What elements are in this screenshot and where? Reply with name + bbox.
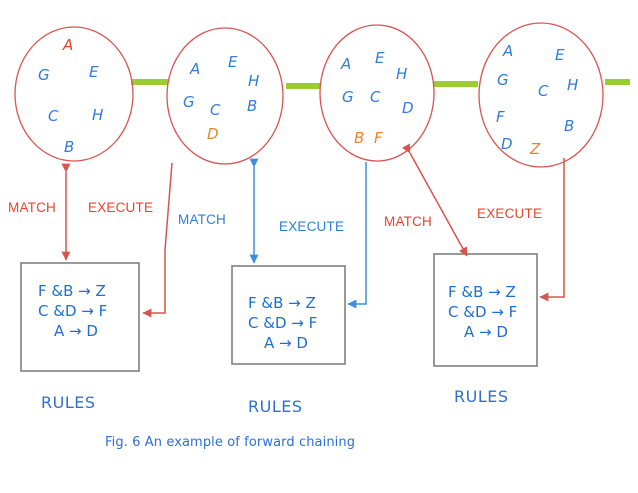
- working-memory-ellipse-1: [14, 26, 134, 162]
- fact-letter: E: [555, 46, 565, 64]
- fact-letter: F: [374, 129, 383, 147]
- rule-line: A → D: [464, 323, 508, 341]
- rules-caption-3: RULES: [454, 387, 509, 406]
- rules-box-1-text: F &B → Z C &D → F A → D: [38, 284, 107, 339]
- fact-letter: B: [64, 138, 75, 156]
- fact-letter: C: [48, 107, 59, 125]
- fact-letter: C: [370, 88, 381, 106]
- fact-letter: D: [501, 135, 513, 153]
- rule-line: F &B → Z: [38, 282, 106, 300]
- match-label-2: MATCH: [178, 212, 226, 227]
- figure-caption: Fig. 6 An example of forward chaining: [105, 435, 356, 450]
- rules-box-rect-3: [433, 253, 538, 367]
- rules-caption-2: RULES: [248, 397, 303, 416]
- execute-arrow-3: [539, 158, 565, 302]
- execute-arrow-2: [347, 162, 367, 309]
- fact-letter: B: [354, 129, 365, 147]
- working-memory-ellipse-2: [166, 27, 284, 165]
- fact-letter: A: [63, 36, 74, 54]
- rule-line: C &D → F: [248, 314, 318, 332]
- fact-letter: A: [503, 42, 514, 60]
- rule-line: A → D: [54, 322, 98, 340]
- fact-letter: D: [207, 125, 219, 143]
- fact-letter: C: [538, 82, 549, 100]
- working-memory-ellipse-3: [319, 24, 435, 162]
- fact-letter: G: [38, 66, 50, 84]
- fact-letter: H: [567, 76, 579, 94]
- fact-letter: D: [402, 99, 414, 117]
- fact-letter: H: [248, 72, 260, 90]
- match-arrow-3: [401, 143, 468, 257]
- fact-letter: Z: [530, 140, 541, 158]
- rule-line: F &B → Z: [248, 294, 316, 312]
- fact-letter: F: [496, 108, 505, 126]
- rule-line: A → D: [264, 334, 308, 352]
- execute-arrow-1: [142, 162, 173, 318]
- fact-letter: G: [183, 93, 195, 111]
- fact-letter: E: [228, 53, 238, 71]
- rule-line: C &D → F: [38, 302, 108, 320]
- rules-box-rect-2: [231, 265, 346, 365]
- fact-letter: G: [342, 88, 354, 106]
- rules-box-2-text: F &B → Z C &D → F A → D: [248, 296, 317, 351]
- fact-letter: B: [564, 117, 575, 135]
- fact-letter: E: [89, 63, 99, 81]
- match-label-3: MATCH: [384, 214, 432, 229]
- fact-letter: G: [497, 71, 509, 89]
- rules-box-3-text: F &B → Z C &D → F A → D: [448, 285, 517, 340]
- execute-label-2: EXECUTE: [279, 219, 345, 234]
- rules-caption-1: RULES: [41, 393, 96, 412]
- fact-letter: B: [247, 97, 258, 115]
- match-label-1: MATCH: [8, 200, 56, 215]
- working-memory-ellipse-4: [478, 22, 604, 168]
- fact-letter: H: [92, 106, 104, 124]
- rules-box-rect-1: [20, 262, 140, 372]
- execute-label-3: EXECUTE: [477, 206, 543, 221]
- execute-label-1: EXECUTE: [88, 200, 154, 215]
- rule-line: C &D → F: [448, 303, 518, 321]
- fact-letter: A: [190, 60, 201, 78]
- fact-letter: H: [396, 65, 408, 83]
- fact-letter: C: [210, 101, 221, 119]
- fact-letter: A: [341, 55, 352, 73]
- fact-letter: E: [375, 49, 385, 67]
- rule-line: F &B → Z: [448, 283, 516, 301]
